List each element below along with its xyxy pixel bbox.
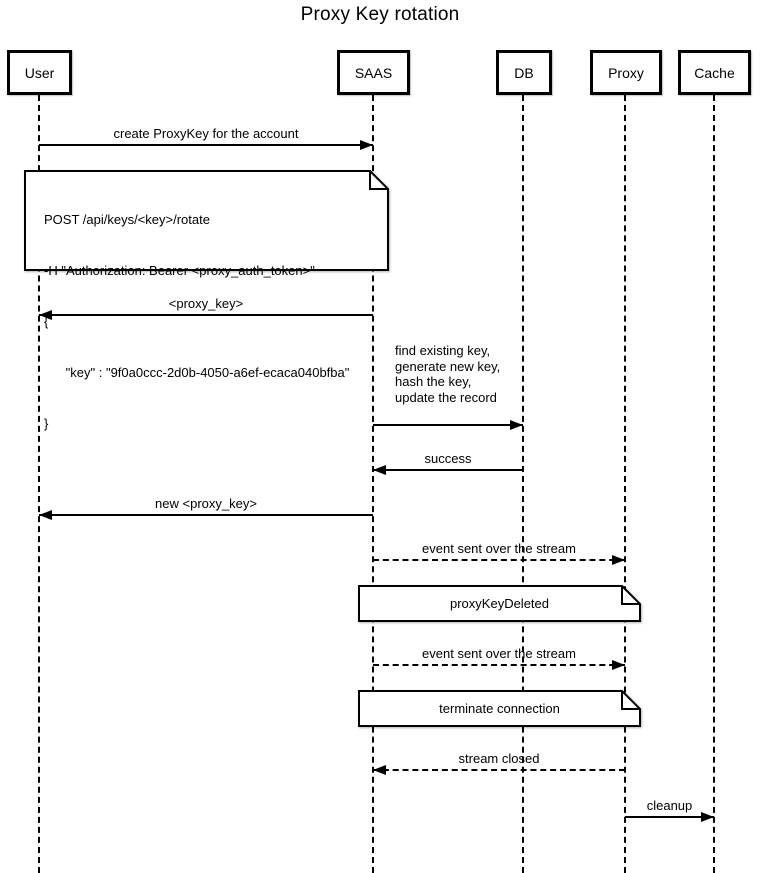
label-line: generate new key, [395,358,501,374]
message-event-stream-2-line [373,664,625,666]
message-update-record-line [373,424,523,426]
note-proxykey-deleted-text: proxyKeyDeleted [450,596,549,611]
arrowhead-left-icon [373,765,386,775]
lifeline-cache [713,95,715,873]
message-stream-closed-line [373,769,625,771]
participant-proxy: Proxy [590,50,662,95]
participant-cache: Cache [678,50,751,95]
note-proxykey-deleted: proxyKeyDeleted [358,585,641,622]
message-cleanup-line [625,816,714,818]
arrowhead-left-icon [373,465,386,475]
message-update-record-label: find existing key, generate new key, has… [395,343,525,405]
arrowhead-right-icon [701,812,714,822]
message-create-proxykey-line [39,144,373,146]
diagram-title: Proxy Key rotation [300,4,460,25]
message-success-label: success [424,451,472,466]
note-shape-icon [358,690,641,727]
lifeline-saas [372,95,374,873]
lifeline-db [522,95,524,873]
arrowhead-right-icon [612,660,625,670]
note-rotate-request: POST /api/keys/<key>/rotate -H "Authoriz… [24,170,389,431]
message-new-proxy-key-line [39,514,373,516]
participant-user: User [7,50,72,95]
note-shape-icon [24,170,389,271]
note-rotate-request-text: POST /api/keys/<key>/rotate -H "Authoriz… [44,177,349,466]
arrowhead-right-icon [612,555,625,565]
note-line: "key" : "9f0a0ccc-2d0b-4050-a6ef-ecaca04… [44,365,350,380]
participant-proxy-label: Proxy [608,64,644,81]
message-event-stream-1-line [373,559,625,561]
lifeline-user [38,95,40,873]
note-shape-icon [358,585,641,622]
note-line: { [44,314,49,329]
note-line: } [44,416,49,431]
participant-db-label: DB [514,64,534,81]
participant-saas-label: SAAS [354,64,393,81]
participant-db: DB [496,50,552,95]
message-proxy-key-line [39,314,373,316]
arrowhead-right-icon [360,140,373,150]
message-new-proxy-key-label: new <proxy_key> [155,496,257,511]
note-terminate-connection: terminate connection [358,690,641,727]
participant-cache-label: Cache [694,64,735,81]
arrowhead-left-icon [39,310,52,320]
message-cleanup-label: cleanup [646,798,693,813]
participant-user-label: User [24,64,55,81]
label-line: hash the key, [395,374,472,389]
arrowhead-right-icon [510,420,523,430]
arrowhead-left-icon [39,510,52,520]
note-line: POST /api/keys/<key>/rotate [44,212,210,227]
participant-saas: SAAS [337,50,410,95]
message-event-stream-2-label: event sent over the stream [422,646,576,661]
label-line: update the record [395,389,497,405]
message-create-proxykey-label: create ProxyKey for the account [113,126,299,141]
lifeline-proxy [624,95,626,873]
note-terminate-connection-text: terminate connection [439,701,560,716]
label-line: find existing key, [395,343,491,358]
message-success-line [373,469,523,471]
message-stream-closed-label: stream closed [458,751,540,766]
note-line: -H "Authorization: Bearer <proxy_auth_to… [44,263,315,278]
message-event-stream-1-label: event sent over the stream [422,541,576,556]
message-proxy-key-label: <proxy_key> [168,296,244,311]
